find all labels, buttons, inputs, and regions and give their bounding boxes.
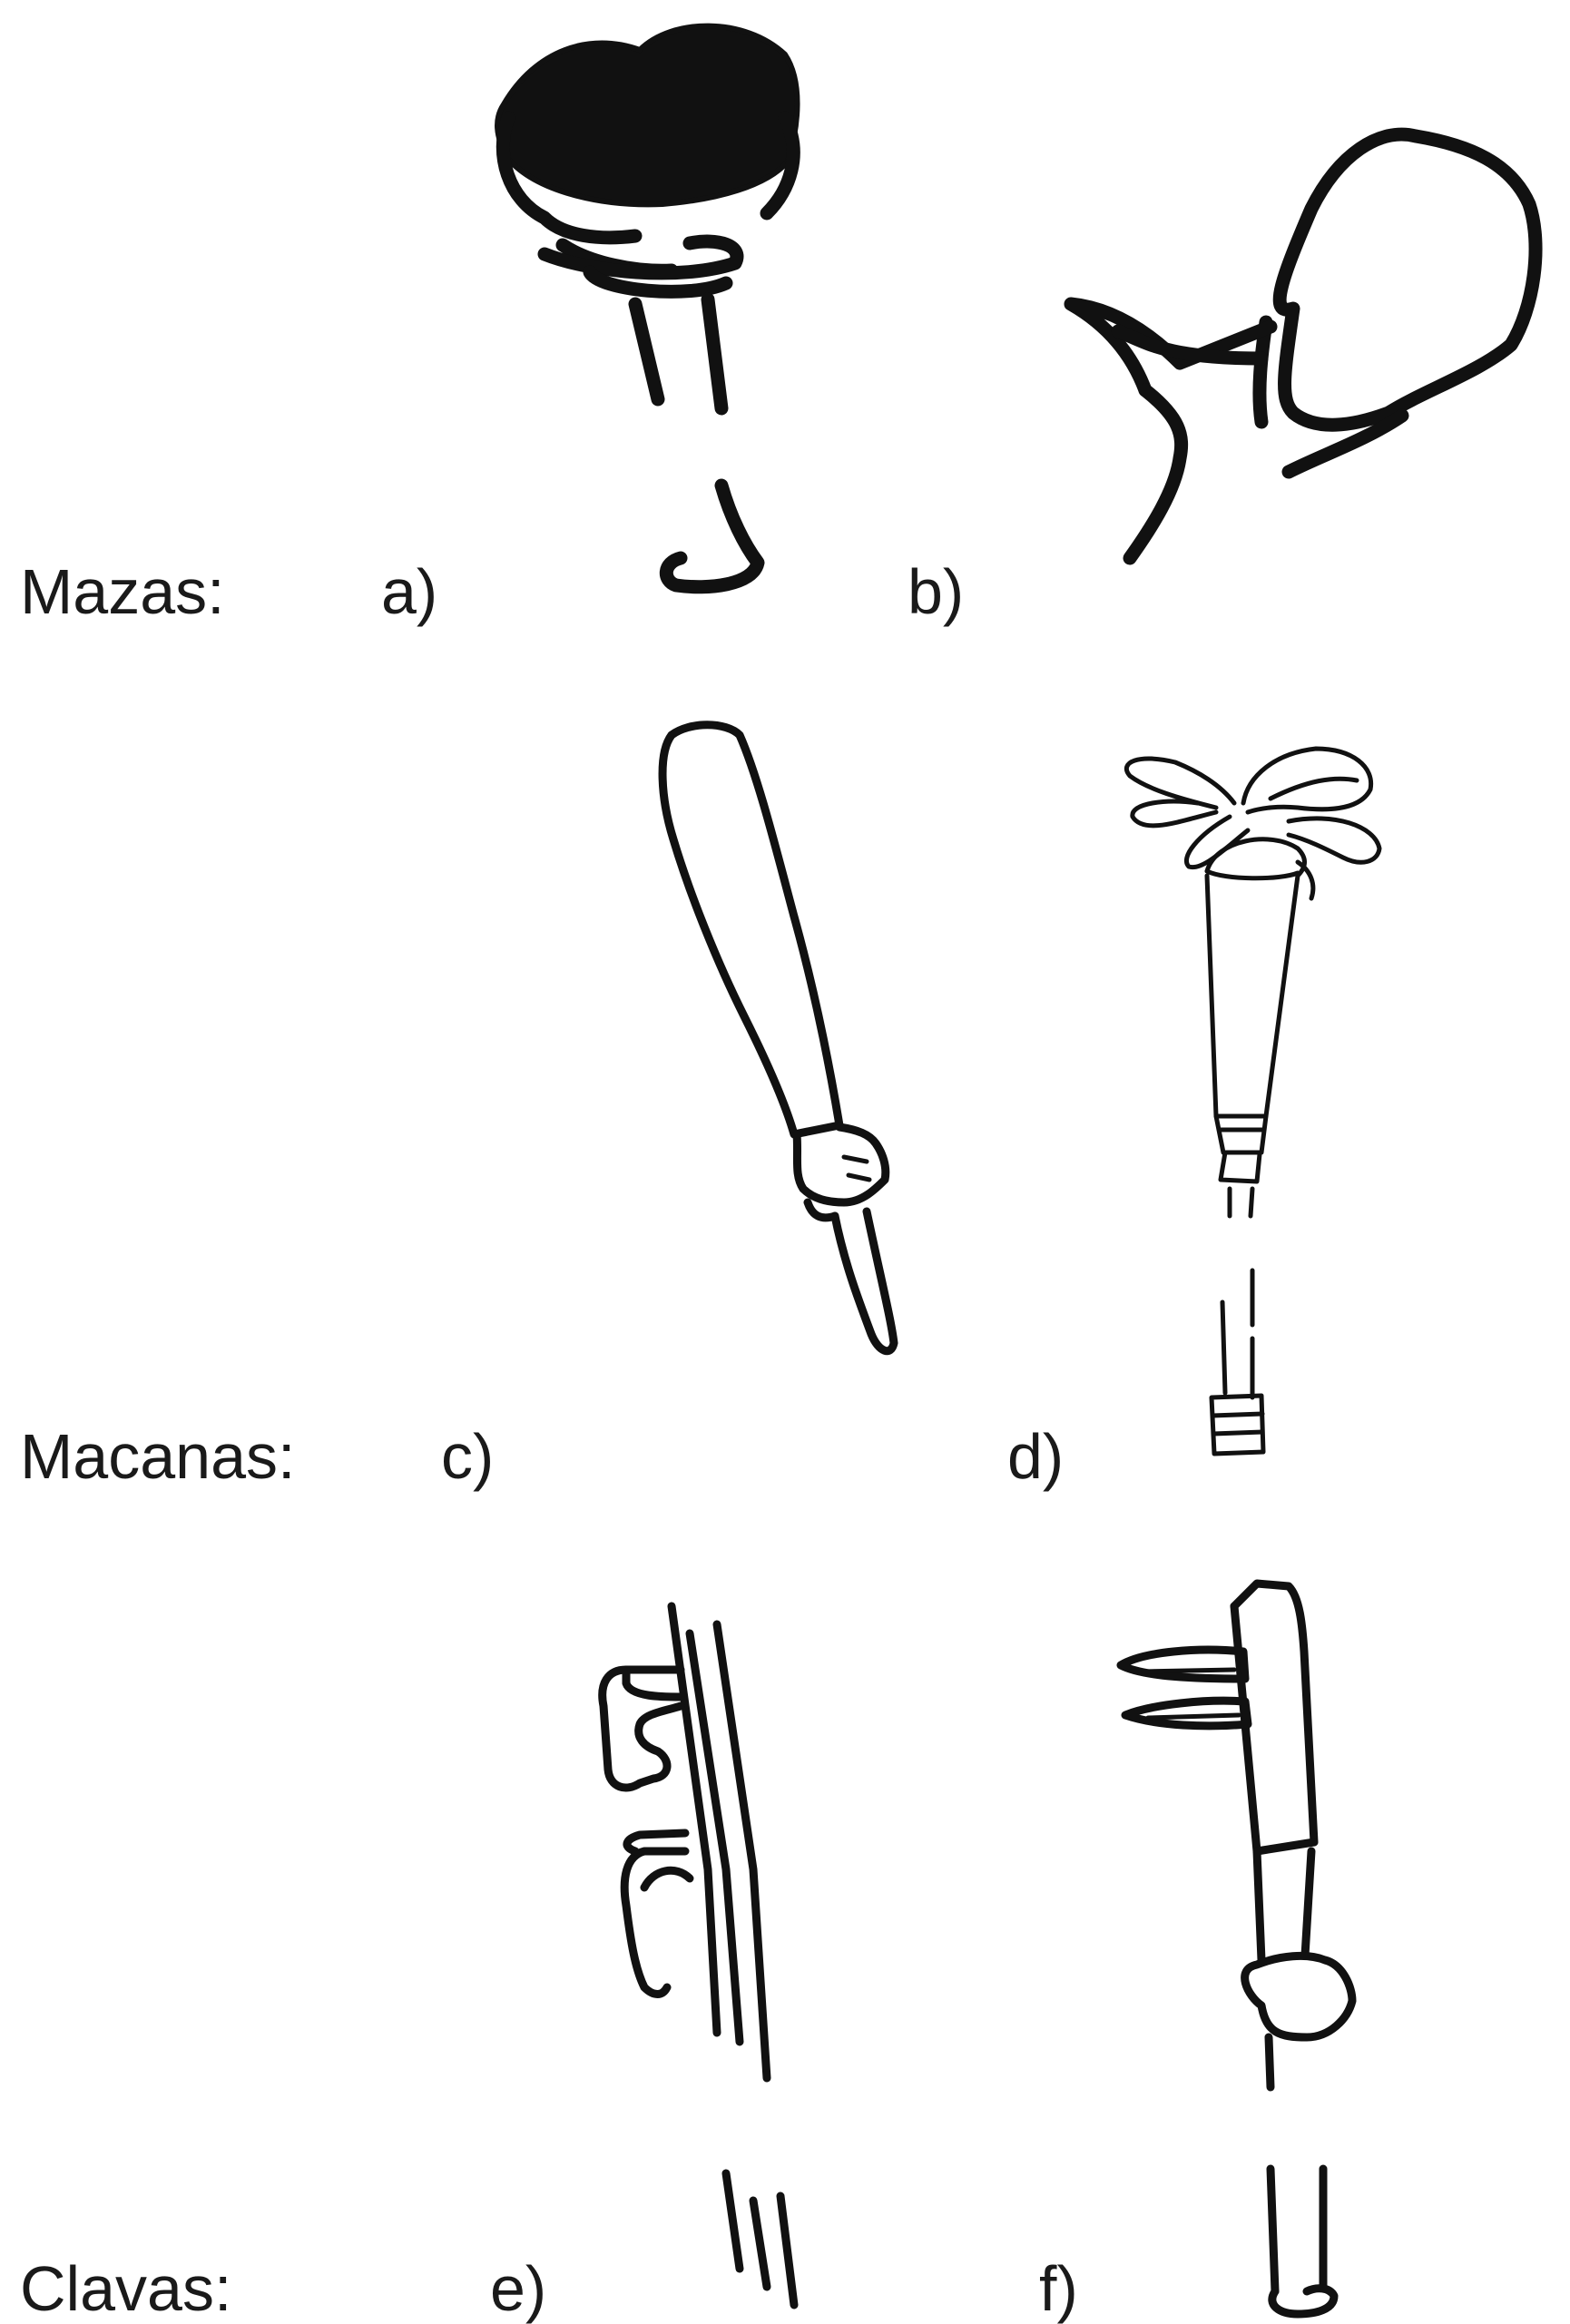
mace-a-head-fill [495, 23, 800, 208]
club-d-drawing [1124, 746, 1382, 1456]
club-e-drawing [598, 1602, 799, 2309]
club-f-drawing [1116, 1579, 1357, 2319]
item-label-c: c) [441, 1421, 495, 1492]
club-c-drawing [658, 721, 898, 1356]
item-label-b: b) [908, 556, 965, 627]
mace-b-drawing [1064, 127, 1543, 565]
item-label-f: f) [1039, 2253, 1078, 2324]
row-label-clavas: Clavas: [20, 2253, 232, 2324]
row-label-macanas: Macanas: [20, 1421, 296, 1492]
mace-a-drawing [495, 23, 800, 594]
row-label-mazas: Mazas: [20, 556, 225, 627]
item-label-d: d) [1007, 1421, 1065, 1492]
item-label-a: a) [381, 556, 438, 627]
item-label-e: e) [490, 2253, 547, 2324]
